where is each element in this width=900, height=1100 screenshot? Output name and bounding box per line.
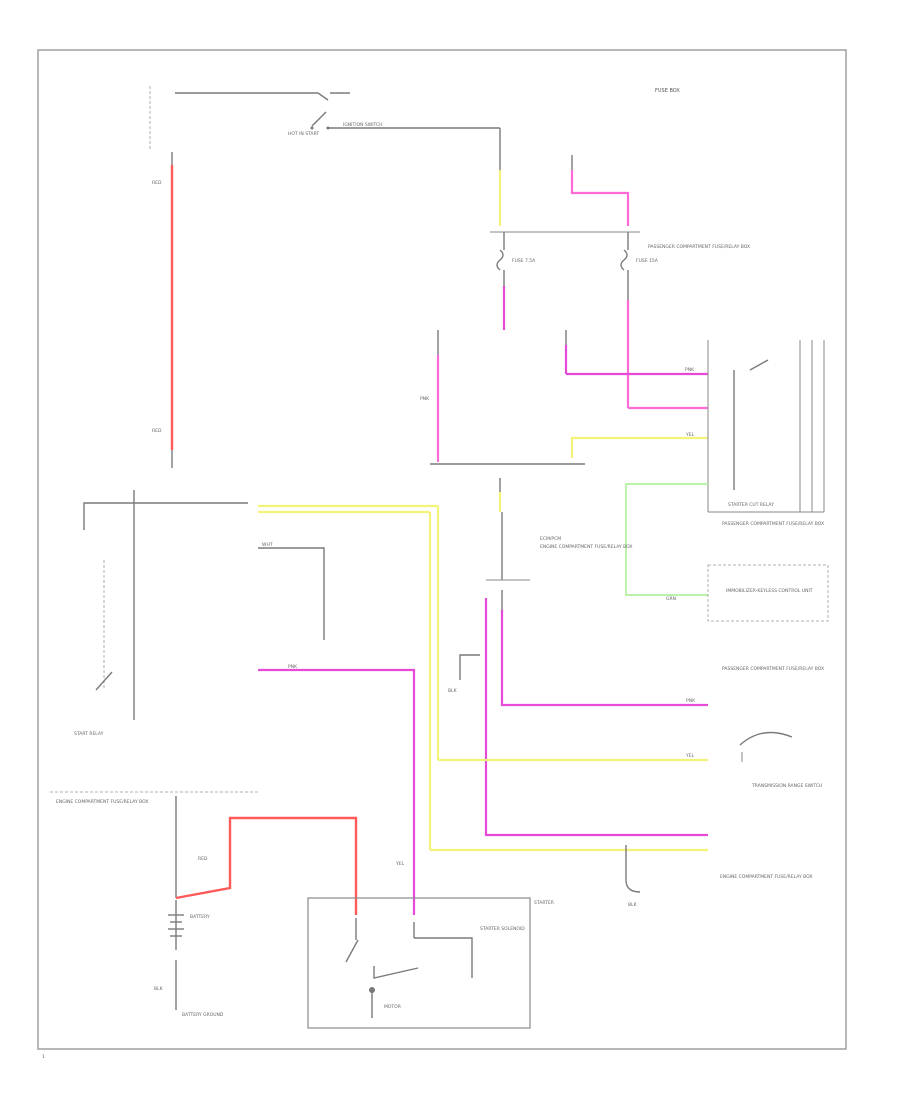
immobilizer-label: IMMOBILIZER-KEYLESS CONTROL UNIT (726, 588, 813, 594)
blk-wire-label-2: BLK (628, 902, 638, 908)
yellow-wire-to-relay: YEL (570, 432, 708, 458)
passenger-box-label-3: PASSENGER COMPARTMENT FUSE/RELAY BOX (722, 666, 824, 672)
ignition-switch-pos-label: HOT IN START (288, 131, 319, 137)
fuse-1-label: FUSE 7.5A (512, 258, 536, 264)
yel-wire-label-2: YEL (685, 753, 695, 759)
blk-wire-label-battery: BLK (154, 986, 164, 992)
yel-wire-label-3: YEL (395, 861, 405, 867)
ignition-switch-label: IGNITION SWITCH (343, 122, 383, 128)
pink-wire-to-solenoid: PNK (258, 664, 416, 915)
engine-box-label-right: ENGINE COMPARTMENT FUSE/RELAY BOX (720, 874, 813, 880)
footer-code: 1 (42, 1054, 45, 1060)
passenger-fuse-box-label: PASSENGER COMPARTMENT FUSE/RELAY BOX (648, 244, 750, 250)
starter-solenoid-label: STARTER SOLENOID (480, 926, 525, 932)
red-wire-label-top: RED (152, 180, 162, 186)
pink-wire-to-relay: PNK (564, 330, 708, 376)
start-signal: ENGINE COMPARTMENT FUSE/RELAY BOX BLK (625, 845, 813, 908)
battery-feed-red-wire: RED RED (152, 152, 174, 468)
pink-wire-center: PNK (420, 330, 585, 465)
starter-cut-relay-label: STARTER CUT RELAY (728, 502, 774, 508)
pink-wire-to-start-signal: BLK (448, 598, 708, 837)
grn-wire-label: GRN (666, 596, 676, 602)
ecm-pcm: ECM/PCM ENGINE COMPARTMENT FUSE/RELAY BO… (486, 478, 633, 581)
starter-label: STARTER (534, 900, 554, 906)
fuse-box-title: FUSE BOX (655, 88, 680, 94)
engine-box-label-left: ENGINE COMPARTMENT FUSE/RELAY BOX (56, 799, 149, 805)
battery-ground-label: BATTERY GROUND (182, 1012, 224, 1018)
connector-wht-label: WHT (262, 542, 273, 548)
ecm-pcm-label: ECM/PCM (540, 536, 561, 542)
transmission-range-switch: TRANSMISSION RANGE SWITCH (739, 731, 822, 789)
battery: BATTERY RED BLK BATTERY GROUND (154, 796, 358, 1018)
yel-wire-label-1: YEL (685, 432, 695, 438)
yellow-bus: YEL YEL (258, 504, 708, 867)
start-relay-label: START RELAY (74, 731, 104, 737)
diagram-border (37, 49, 847, 1050)
start-relay: START RELAY (74, 490, 248, 737)
green-wire: GRN (625, 483, 708, 602)
immobilizer-unit: IMMOBILIZER-KEYLESS CONTROL UNIT (707, 564, 829, 622)
engine-comp-fuse-box-left: ENGINE COMPARTMENT FUSE/RELAY BOX (50, 791, 260, 805)
pnk-wire-label-2: PNK (420, 396, 430, 402)
engine-box-label-center: ENGINE COMPARTMENT FUSE/RELAY BOX (540, 544, 633, 550)
fuse-2-label: FUSE 15A (636, 258, 659, 264)
pnk-wire-label-3: PNK (686, 698, 696, 704)
motor-label: MOTOR (384, 1004, 401, 1010)
passenger-box-label-2: PASSENGER COMPARTMENT FUSE/RELAY BOX (722, 521, 824, 527)
red-wire-label-battery: RED (198, 856, 208, 862)
pnk-wire-label-1: PNK (685, 367, 695, 373)
red-wire-label-bottom: RED (152, 428, 162, 434)
ignition-switch: HOT IN START IGNITION SWITCH (149, 86, 501, 180)
range-switch-label: TRANSMISSION RANGE SWITCH (751, 783, 822, 789)
pink-wire-to-range-switch: PNK PASSENGER COMPARTMENT FUSE/RELAY BOX (500, 590, 824, 707)
starter-assembly: STARTER SOLENOID STARTER MOTOR (307, 897, 554, 1029)
fuse-15a: FUSE 15A PASSENGER COMPARTMENT FUSE/RELA… (570, 155, 750, 410)
pnk-wire-label-4: PNK (288, 664, 298, 670)
fuse-7-5a: FUSE 7.5A (490, 170, 640, 330)
starter-cut-relay: STARTER CUT RELAY PASSENGER COMPARTMENT … (707, 340, 825, 527)
connector-detail: WHT (258, 542, 325, 640)
battery-label: BATTERY (190, 914, 210, 920)
blk-wire-label-1: BLK (448, 688, 458, 694)
